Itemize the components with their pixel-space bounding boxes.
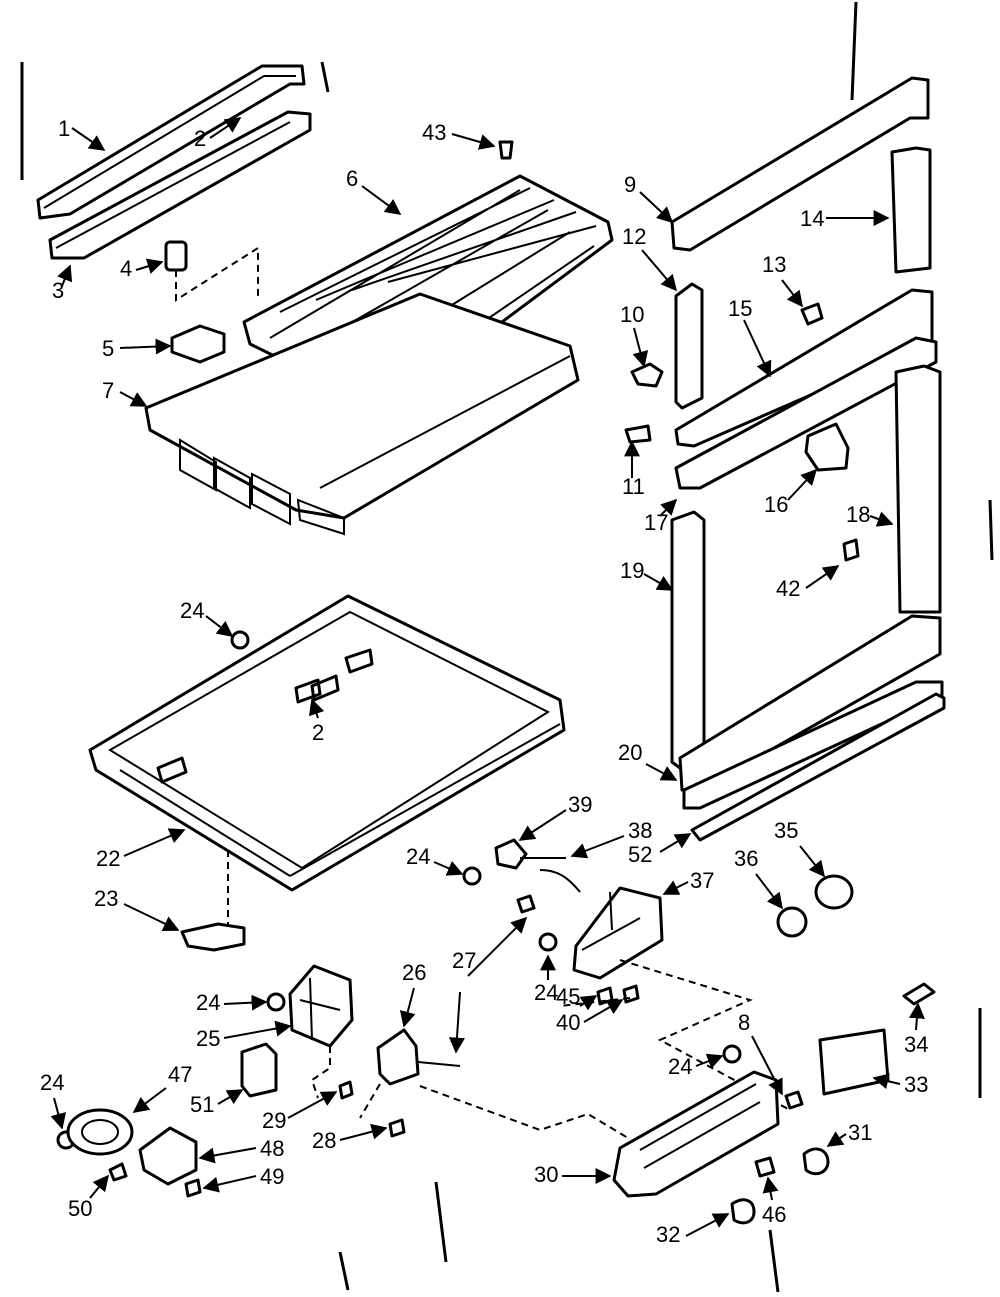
part-access-panel — [818, 1028, 890, 1096]
callout-2b: 2 — [312, 720, 324, 745]
callout-11: 11 — [622, 474, 645, 499]
callout-24f: 24 — [40, 1070, 64, 1095]
callout-18: 18 — [846, 502, 870, 527]
callout-27: 27 — [452, 948, 476, 973]
callout-19: 19 — [620, 558, 644, 583]
callout-13: 13 — [762, 252, 786, 277]
callout-4: 4 — [120, 256, 132, 281]
part-freezer-tray — [144, 292, 580, 536]
callout-40: 40 — [556, 1010, 580, 1035]
part-fan-motor — [66, 1108, 198, 1186]
part-fan-bracket — [288, 964, 354, 1099]
callout-7: 7 — [102, 378, 114, 403]
part-thermostat-box — [170, 324, 226, 364]
part-capacitor — [240, 1042, 278, 1098]
callout-28: 28 — [312, 1128, 336, 1153]
callout-49: 49 — [260, 1164, 284, 1189]
part-light-housing — [559, 886, 791, 1111]
part-hinge-small — [624, 302, 860, 562]
callout-25: 25 — [196, 1026, 220, 1051]
callouts: 1 2 3 4 5 7 6 43 9 12 13 14 15 10 11 16 — [40, 116, 928, 1247]
callout-24c: 24 — [534, 980, 558, 1005]
callout-47: 47 — [168, 1062, 192, 1087]
callout-32: 32 — [656, 1222, 680, 1247]
callout-34: 34 — [904, 1032, 928, 1057]
callout-20: 20 — [618, 740, 642, 765]
callout-15: 15 — [728, 296, 752, 321]
callout-43: 43 — [422, 120, 446, 145]
callout-35: 35 — [774, 818, 798, 843]
callout-46: 46 — [762, 1202, 786, 1227]
callout-14: 14 — [800, 206, 824, 231]
part-door-gasket — [670, 76, 946, 842]
callout-52: 52 — [628, 842, 652, 867]
part-control-knob — [164, 240, 259, 302]
callout-9: 9 — [624, 172, 636, 197]
part-shelf-bracket — [180, 922, 246, 952]
part-light-socket — [494, 838, 581, 893]
part-lower-trim — [48, 110, 312, 260]
callout-3: 3 — [52, 278, 64, 303]
callout-22: 22 — [96, 846, 120, 871]
callout-24e: 24 — [668, 1054, 692, 1079]
callout-23: 23 — [94, 886, 118, 911]
callout-17: 17 — [644, 510, 668, 535]
callout-39: 39 — [568, 792, 592, 817]
scan-marks — [20, 1, 994, 1293]
callout-51: 51 — [190, 1092, 214, 1117]
part-screw-43 — [498, 140, 514, 160]
callout-5: 5 — [102, 336, 114, 361]
callout-36: 36 — [734, 846, 758, 871]
callout-42: 42 — [776, 576, 800, 601]
callout-38: 38 — [628, 818, 652, 843]
callout-33: 33 — [904, 1072, 928, 1097]
callout-48: 48 — [260, 1136, 284, 1161]
callout-6: 6 — [346, 166, 358, 191]
callout-24b: 24 — [406, 844, 430, 869]
part-grommets — [56, 630, 742, 1150]
callout-50: 50 — [68, 1196, 92, 1221]
callout-24a: 24 — [180, 598, 204, 623]
callout-12: 12 — [622, 224, 646, 249]
callout-37: 37 — [690, 868, 714, 893]
callout-30: 30 — [534, 1162, 558, 1187]
part-control-housing — [612, 1070, 830, 1225]
part-top-trim — [36, 64, 306, 220]
callout-45: 45 — [556, 984, 580, 1009]
callout-24d: 24 — [196, 990, 220, 1015]
part-light-bulb — [776, 874, 854, 938]
callout-1: 1 — [58, 116, 70, 141]
callout-29: 29 — [262, 1108, 286, 1133]
callout-31: 31 — [848, 1120, 872, 1145]
callout-10: 10 — [620, 302, 644, 327]
part-refrigerator-shelf — [88, 594, 566, 928]
callout-2a: 2 — [194, 126, 206, 151]
callout-26: 26 — [402, 960, 426, 985]
callout-16: 16 — [764, 492, 788, 517]
callout-8: 8 — [738, 1010, 750, 1035]
part-switch — [359, 1028, 629, 1139]
